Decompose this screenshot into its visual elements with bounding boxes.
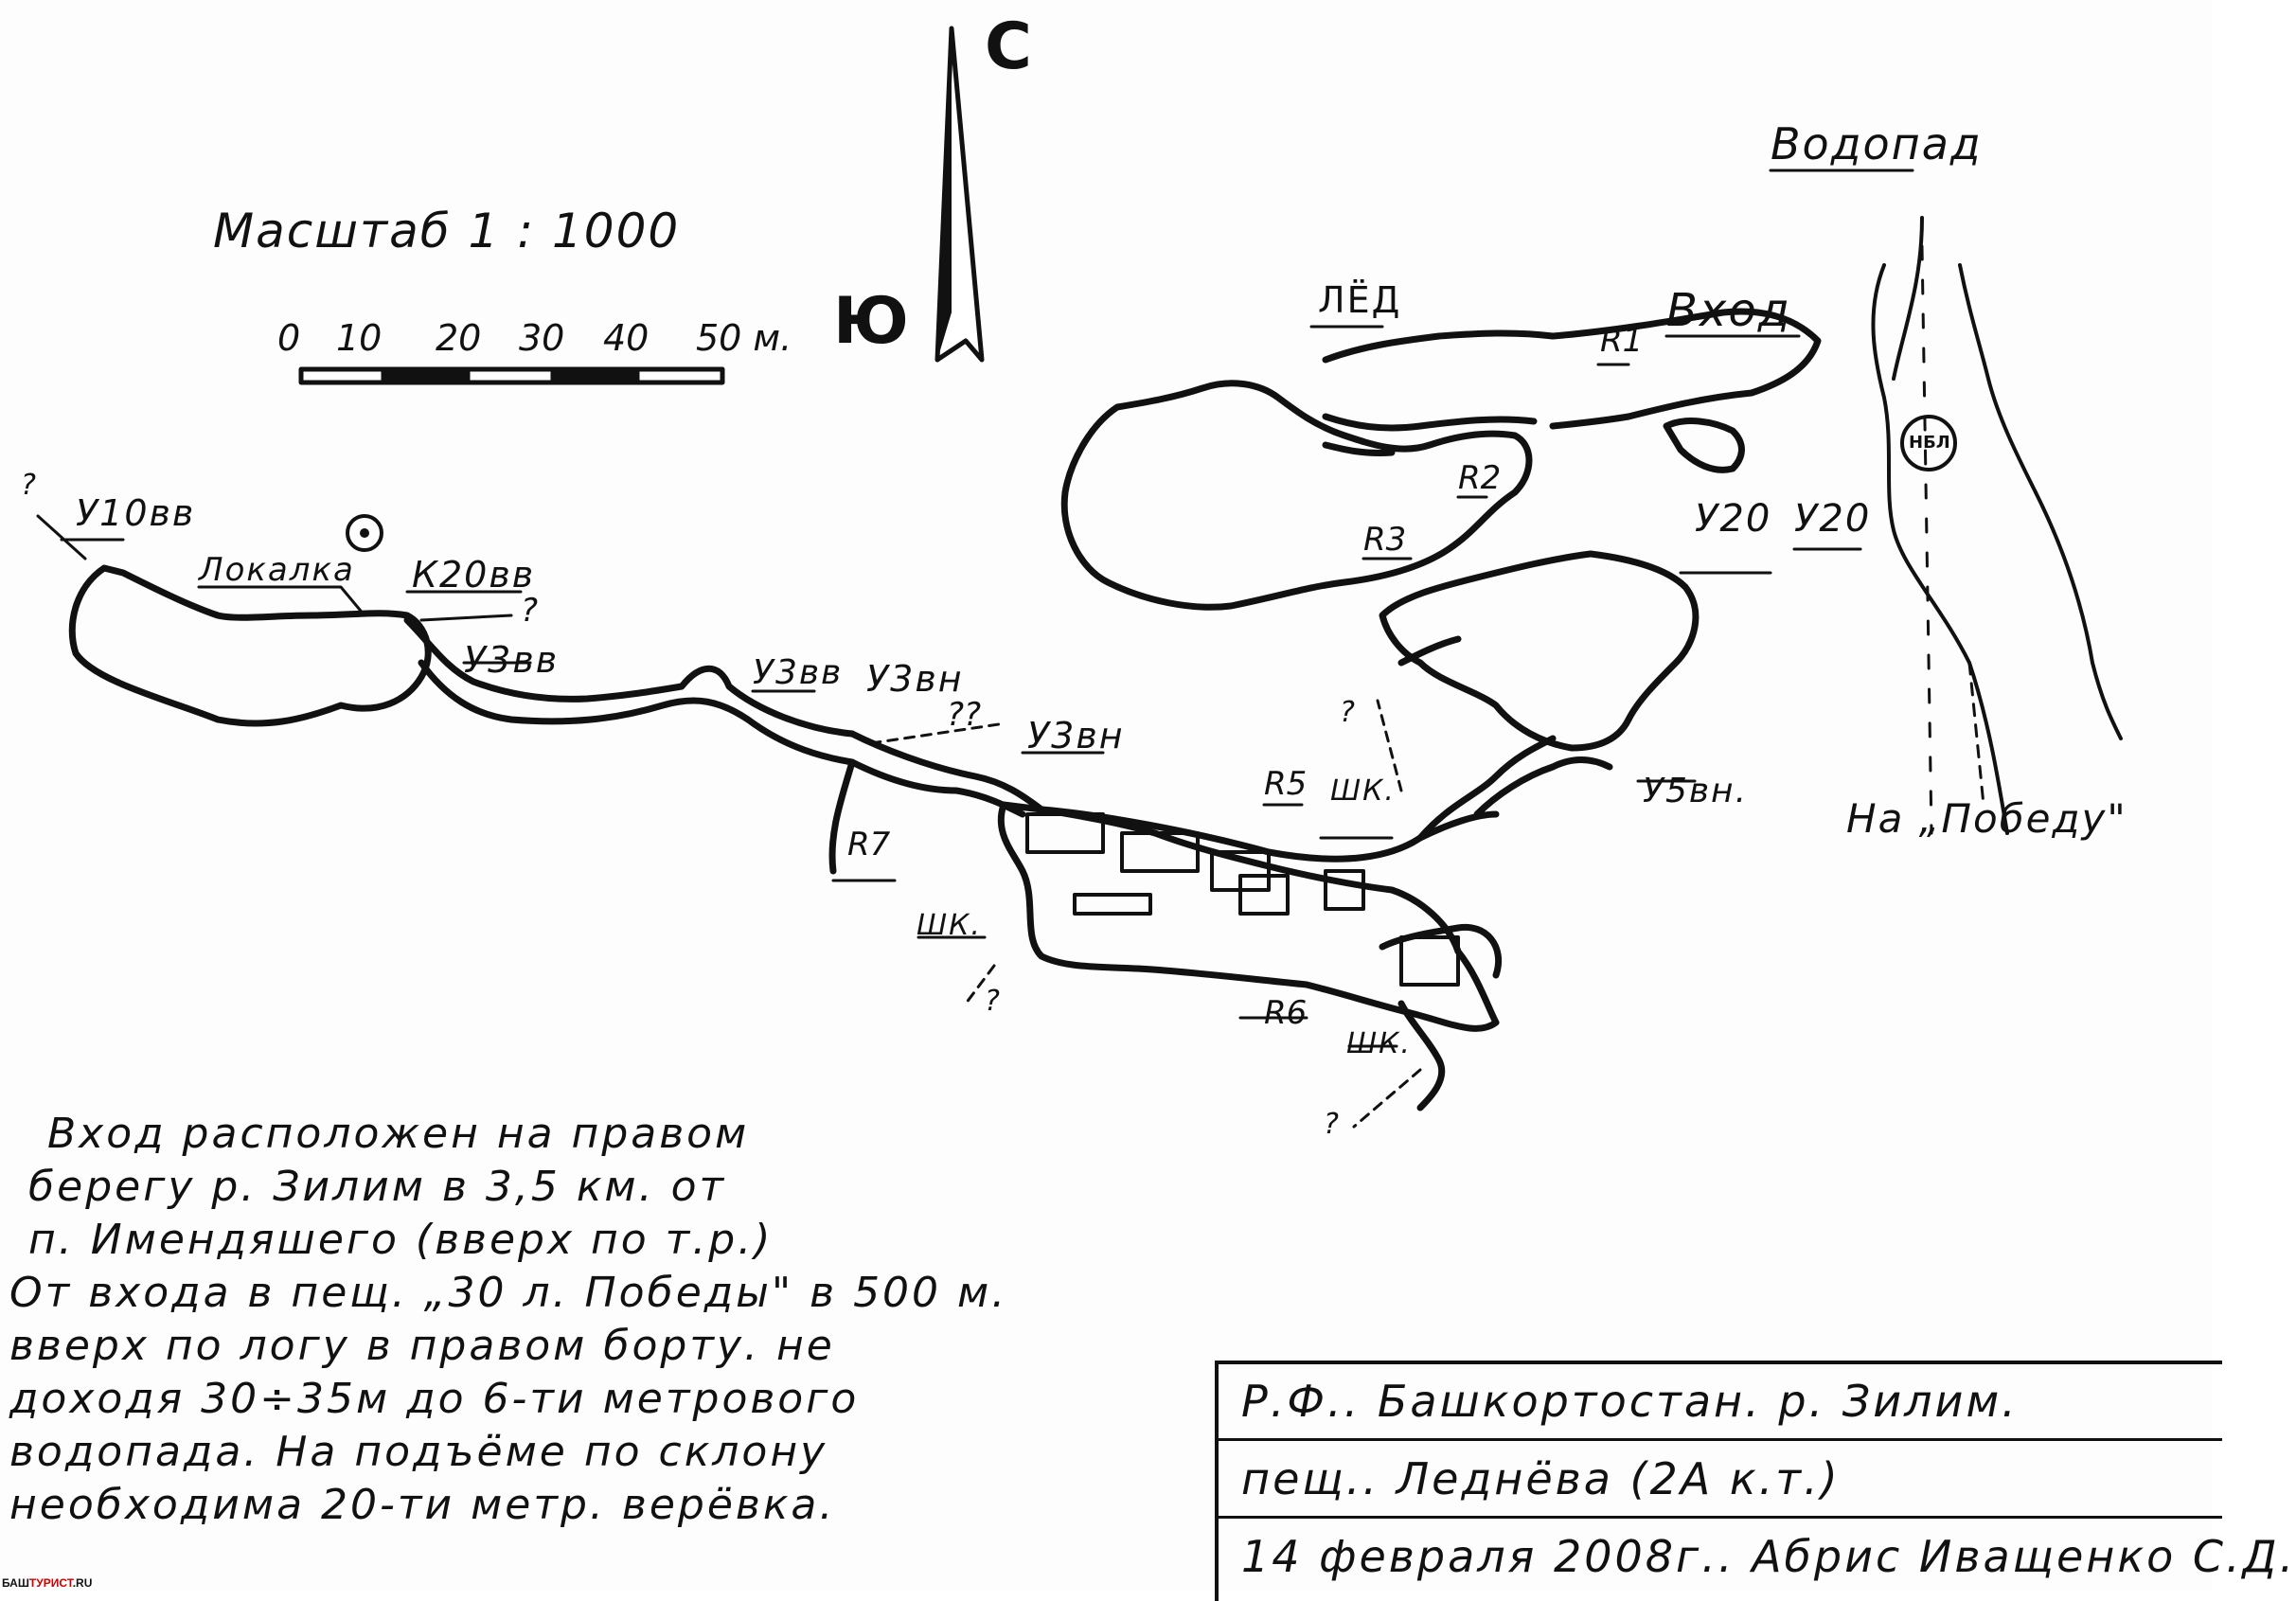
title-row-location: Р.Ф.. Башкортостан. р. Зилим.	[1219, 1364, 2222, 1441]
rope-r7-label: R7	[847, 826, 891, 863]
question-mark-bottom: ?	[1324, 1108, 1339, 1141]
description-line: От входа в пещ. „30 л. Победы" в 500 м.	[9, 1269, 1008, 1317]
shk-left-label: ШК.	[917, 909, 982, 942]
title-block: Р.Ф.. Башкортостан. р. Зилим. пещ.. Ледн…	[1215, 1361, 2296, 1601]
entrance-label: Вход	[1666, 284, 1791, 337]
compass-north-label: С	[985, 9, 1032, 84]
rope-r5-label: R5	[1264, 765, 1308, 803]
big-hall-outline	[997, 801, 1500, 1032]
u3vn-top-label: У3вн	[866, 658, 964, 700]
compass-south-label: Ю	[833, 284, 909, 359]
site-credit: БАШТУРИСТ.RU	[2, 1576, 92, 1590]
central-chamber-outline	[1379, 550, 1700, 752]
scale-tick-0: 0	[277, 317, 301, 359]
question-mark-west: ?	[21, 469, 36, 502]
north-arrow	[934, 26, 985, 363]
credit-accent: ТУРИСТ	[28, 1576, 73, 1590]
rope-r2-label: R2	[1458, 459, 1502, 497]
description-line: доходя 30÷35м до 6-ти метрового	[9, 1375, 860, 1423]
rope-r3-label: R3	[1363, 521, 1407, 559]
cave-map-page: С Ю Масштаб 1 : 1000 0 10 20 30 40 50 м.…	[2, 9, 2294, 1601]
rope-r6-label: R6	[1264, 994, 1308, 1032]
question-mark-shk-left: ?	[985, 985, 1000, 1018]
nbl-label: НБЛ	[1909, 433, 1950, 453]
title-row-date-author: 14 февраля 2008г.. Абрис Иващенко С.Д.	[1241, 1531, 2296, 1582]
shk-bottom-label: ШК.	[1346, 1027, 1412, 1060]
scale-tick-10: 10	[336, 317, 383, 359]
shk-center-label: ШК.	[1330, 774, 1396, 808]
description-line: берегу р. Зилим в 3,5 км. от	[28, 1163, 727, 1211]
description-line: водопада. На подъёме по склону	[9, 1428, 828, 1476]
waterfall-label: Водопад	[1771, 118, 1983, 169]
title-row-cave: пещ.. Леднёва (2А к.т.)	[1219, 1442, 2222, 1519]
lokalka-label: Локалка	[199, 551, 355, 589]
question-mark-central: ?	[1340, 696, 1355, 729]
upper-chamber-outline	[1060, 380, 1533, 611]
description-line: необходима 20-ти метр. верёвка.	[9, 1481, 836, 1529]
u20-right-label: У20	[1794, 497, 1872, 541]
scale-tick-30: 30	[519, 317, 565, 359]
u5vn-label: У5вн.	[1643, 772, 1749, 810]
k20vv-label: К20вв	[412, 554, 536, 596]
u10vv-label: У10вв	[76, 492, 196, 534]
question-mark-u3vn: ??	[947, 696, 982, 734]
description-line: Вход расположен на правом	[47, 1110, 750, 1158]
description-line: вверх по логу в правом борту. не	[9, 1322, 835, 1370]
rope-r1-label: R1	[1600, 322, 1644, 360]
u3vv-left-label: У3вв	[464, 639, 560, 681]
credit-prefix: БАШ	[2, 1576, 29, 1590]
ice-label: ЛЁД	[1318, 279, 1402, 321]
scale-tick-40: 40	[603, 317, 650, 359]
u3vn-right-label: У3вн	[1027, 715, 1125, 756]
u3vv-mid-label: У3вв	[753, 653, 844, 692]
description-block: Вход расположен на правом берегу р. Зили…	[9, 1108, 1146, 1532]
scale-tick-50: 50 м.	[696, 317, 792, 359]
west-chamber-outline	[68, 564, 432, 727]
credit-suffix: .RU	[72, 1576, 93, 1590]
nbl-circle	[1900, 415, 1957, 471]
description-line: п. Имендяшего (вверх по т.р.)	[28, 1216, 774, 1264]
scale-title: Масштаб 1 : 1000	[213, 204, 681, 258]
scale-tick-20: 20	[436, 317, 482, 359]
to-pobeda-label: На „Победу"	[1846, 795, 2127, 842]
scale-bar	[298, 366, 725, 385]
question-mark-k20: ?	[521, 592, 539, 630]
u20-left-label: У20	[1695, 497, 1772, 541]
cave-map-drawing	[36, 26, 2123, 1129]
